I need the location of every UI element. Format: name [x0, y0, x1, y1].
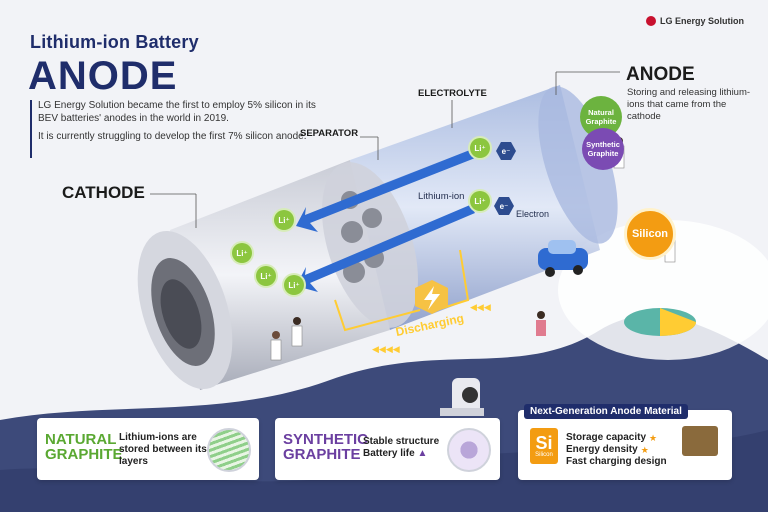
feature-storage: Storage capacity★	[566, 432, 667, 444]
synthetic-structure-icon	[447, 428, 491, 472]
electrolyte-label: ELECTROLYTE	[418, 88, 487, 99]
silicon-element-icon: Si Silicon	[530, 428, 558, 464]
mining-cart-icon	[682, 426, 718, 456]
synthetic-desc-2: Battery life ▲	[363, 448, 443, 460]
silicon-name: Silicon	[535, 452, 553, 458]
synthetic-desc-2-text: Battery life	[363, 448, 415, 459]
cathode-label: CATHODE	[62, 183, 145, 202]
separator-label: SEPARATOR	[300, 128, 359, 139]
star-icon: ★	[649, 433, 658, 443]
li-ion-icon: Li⁺	[232, 243, 252, 263]
synthetic-graphite-badge: Synthetic Graphite	[582, 128, 624, 170]
arrow-up-icon: ▲	[417, 448, 428, 459]
intro-line-2: It is currently struggling to develop th…	[38, 131, 307, 142]
lg-logo-icon	[646, 16, 656, 26]
star-icon: ★	[640, 445, 649, 455]
electron-icon: e⁻	[494, 197, 514, 215]
li-ion-icon: Li⁺	[470, 138, 490, 158]
page-title: ANODE	[28, 54, 178, 98]
electron-label: Electron	[516, 209, 550, 219]
header-subtitle: Lithium-ion Battery	[30, 32, 199, 52]
intro-accent-bar	[30, 100, 32, 158]
anode-description: Storing and releasing lithium-ions that …	[627, 87, 751, 122]
natural-card-title: NATURAL GRAPHITE	[45, 432, 123, 462]
svg-text:◀◀◀◀: ◀◀◀◀	[372, 345, 400, 355]
intro-text: LG Energy Solution became the first to e…	[38, 99, 338, 148]
natural-title-line-1: NATURAL	[45, 431, 117, 448]
feature-energy: Energy density★	[566, 444, 667, 456]
svg-text:◀◀◀: ◀◀◀	[470, 303, 491, 313]
synthetic-title-line-2: GRAPHITE	[283, 446, 361, 463]
synthetic-card-desc: Stable structure Battery life ▲	[363, 436, 443, 460]
synthetic-title-line-1: SYNTHETIC	[283, 431, 369, 448]
synthetic-card-title: SYNTHETIC GRAPHITE	[283, 432, 368, 462]
electron-icon: e⁻	[496, 142, 516, 160]
silicon-symbol: Si	[535, 433, 553, 453]
feature-charging: Fast charging design	[566, 456, 667, 468]
synthetic-graphite-card: SYNTHETIC GRAPHITE Stable structure Batt…	[275, 418, 500, 480]
li-ion-icon: Li⁺	[470, 191, 490, 211]
lithium-ion-label: Lithium-ion	[418, 191, 465, 202]
intro-line-1: LG Energy Solution became the first to e…	[38, 100, 316, 124]
natural-card-desc: Lithium-ions are stored between its laye…	[119, 432, 207, 467]
silicon-badge: Silicon	[624, 208, 676, 260]
anode-label: ANODE	[626, 64, 695, 85]
li-ion-icon: Li⁺	[274, 210, 294, 230]
li-ion-icon: Li⁺	[284, 275, 304, 295]
brand-name: LG Energy Solution	[660, 16, 745, 26]
feature-charging-text: Fast charging design	[566, 456, 667, 467]
natural-graphite-card: NATURAL GRAPHITE Lithium-ions are stored…	[37, 418, 259, 480]
graphite-layers-icon	[207, 428, 251, 472]
brand-logo: LG Energy Solution	[646, 16, 744, 26]
li-ion-icon: Li⁺	[256, 266, 276, 286]
silicon-features: Storage capacity★ Energy density★ Fast c…	[566, 432, 667, 468]
feature-storage-text: Storage capacity	[566, 432, 647, 443]
synthetic-desc-1: Stable structure	[363, 436, 440, 447]
natural-title-line-2: GRAPHITE	[45, 446, 123, 463]
feature-energy-text: Energy density	[566, 444, 638, 455]
nextgen-section-title: Next-Generation Anode Material	[524, 404, 688, 419]
